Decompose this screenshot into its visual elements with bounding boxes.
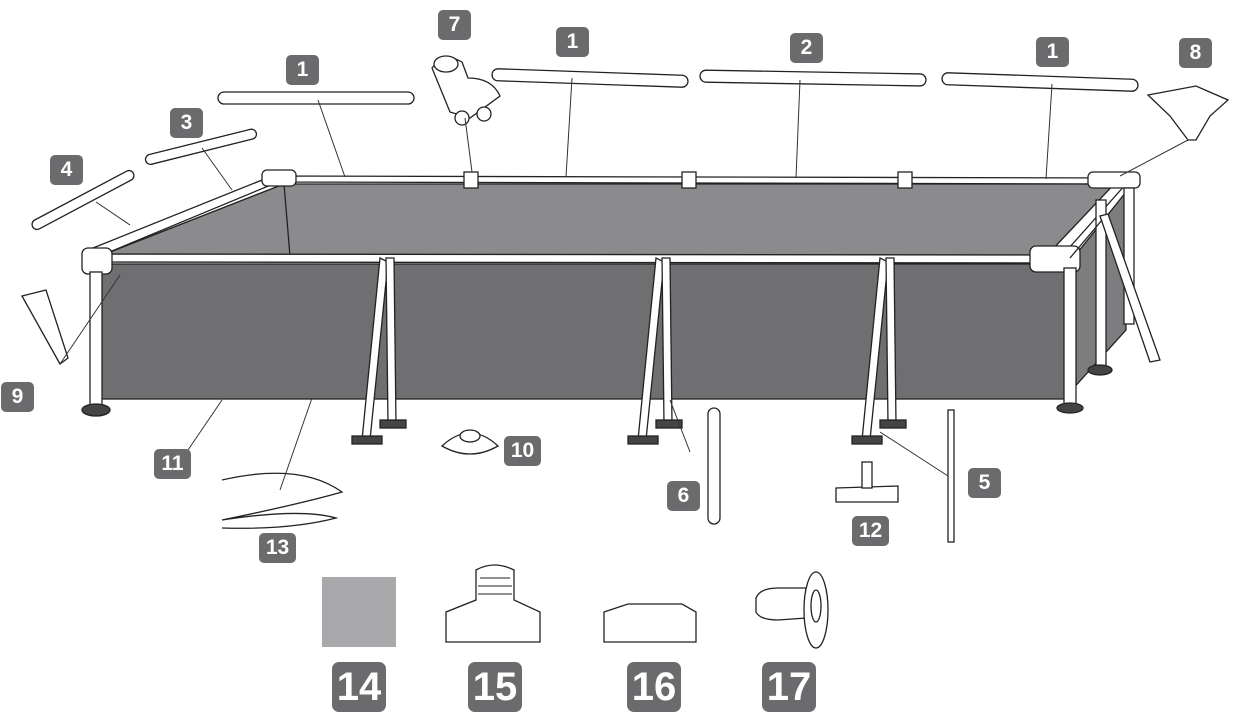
corner-joint: [1029, 245, 1081, 273]
pipe-3: [144, 128, 258, 165]
t-joint: [681, 171, 697, 189]
adapter-15: [445, 564, 541, 643]
loose-parts: [21, 55, 1230, 649]
part-label-11: 11: [154, 449, 191, 479]
part-label-7: 7: [438, 10, 471, 40]
valve-12: [835, 485, 899, 503]
foot: [81, 403, 111, 417]
part-label-13: 13: [259, 533, 296, 563]
pool-front-wall: [99, 263, 1071, 400]
part-label-10: 10: [504, 436, 541, 466]
cap-16: [603, 603, 697, 643]
part-label-9: 9: [1, 382, 34, 412]
base-10: [440, 432, 500, 455]
front-rail: [87, 253, 1071, 264]
part-label-14: 14: [332, 662, 386, 712]
leader-lines: [59, 77, 1189, 491]
brace: [1069, 219, 1103, 259]
pipe-1: [491, 68, 689, 88]
strap-13: [221, 472, 344, 529]
part-label-1: 1: [286, 55, 319, 85]
t-joint: [463, 171, 479, 189]
pipe-4: [31, 169, 135, 231]
rod-6: [707, 407, 721, 525]
plug-17: [755, 587, 807, 621]
leg: [1123, 187, 1135, 325]
foot: [1056, 402, 1084, 414]
corner-8: [1146, 85, 1230, 141]
part-label-6: 6: [667, 481, 700, 511]
part-label-1: 1: [1036, 37, 1069, 67]
part-label-3: 3: [170, 108, 203, 138]
peg-9: [21, 289, 69, 365]
part-label-5: 5: [968, 468, 1001, 498]
pipe-1: [217, 91, 415, 105]
pipe-1: [941, 72, 1139, 92]
liner-sample-14: [322, 577, 396, 647]
leg: [89, 271, 103, 409]
part-label-16: 16: [627, 662, 681, 712]
foot: [1087, 364, 1113, 376]
pool-frame: [81, 169, 1161, 445]
part-label-15: 15: [468, 662, 522, 712]
part-label-8: 8: [1179, 38, 1212, 68]
part-label-2: 2: [790, 33, 823, 63]
back-rail: [269, 175, 1131, 185]
brace: [1099, 213, 1161, 363]
part-label-17: 17: [762, 662, 816, 712]
corner-joint: [261, 169, 297, 187]
part-label-4: 4: [50, 155, 83, 185]
leg: [1063, 267, 1077, 407]
t-joint: [897, 171, 913, 189]
corner-joint: [1087, 171, 1141, 189]
corner-joint: [81, 247, 113, 275]
part-label-1: 1: [556, 27, 589, 57]
part-label-12: 12: [852, 516, 889, 546]
a-frame-legs: [351, 256, 907, 445]
pipe-2: [699, 69, 927, 87]
rod-5: [947, 409, 955, 543]
pool-left-inner: [99, 183, 291, 257]
